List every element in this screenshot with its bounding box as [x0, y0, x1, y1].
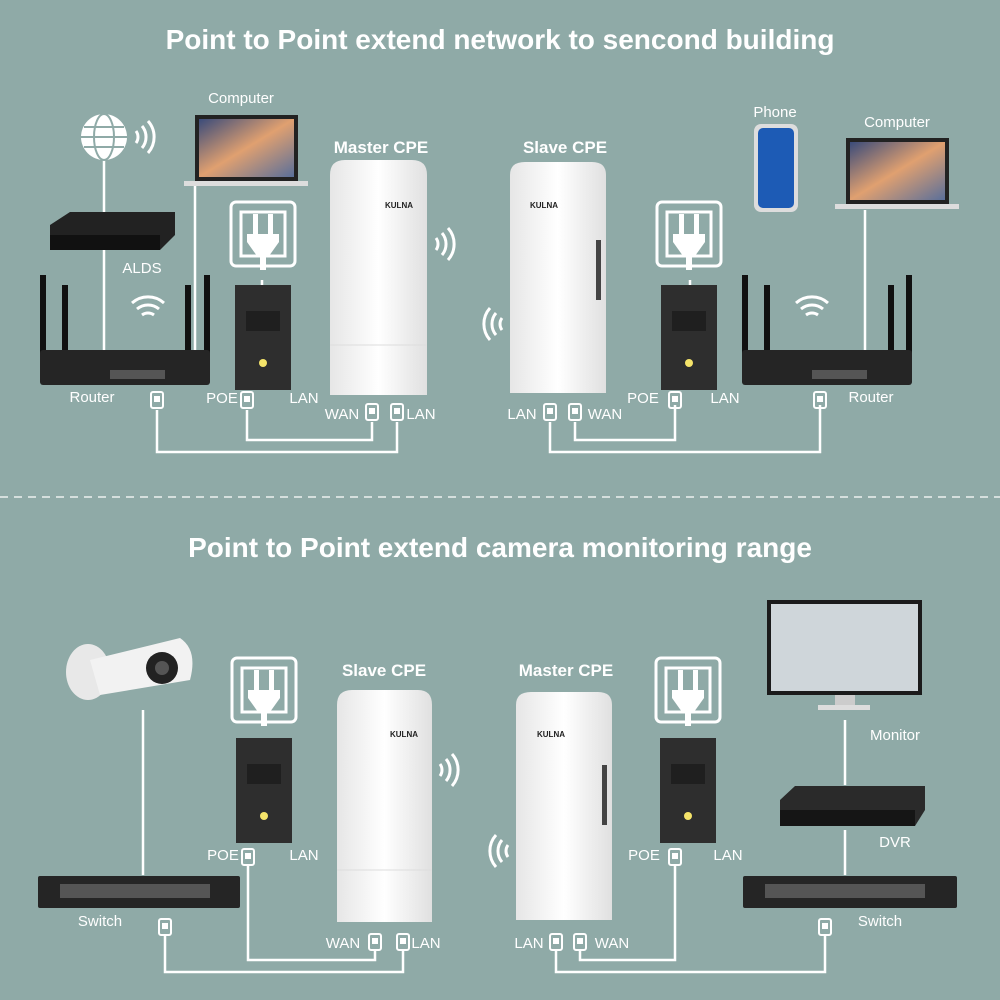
power-plug-icon-left-bottom — [230, 656, 298, 728]
router-label-left: Router — [69, 389, 115, 406]
monitor-label: Monitor — [869, 727, 921, 744]
wan-label-master: WAN — [324, 406, 360, 423]
brand-logo: KULNA — [530, 201, 558, 210]
master-cpe-image — [330, 160, 456, 395]
master-cpe-image-bottom — [488, 692, 612, 920]
globe-icon — [81, 113, 156, 161]
lan-label-slave: LAN — [507, 406, 537, 423]
master-cpe-label-bottom: Master CPE — [518, 661, 614, 680]
alds-modem-image — [50, 212, 175, 250]
bottom-section-title: Point to Point extend camera monitoring … — [188, 532, 812, 563]
phone-image — [754, 124, 798, 212]
brand-logo: KULNA — [390, 730, 418, 739]
top-cables — [102, 160, 867, 454]
switch-label-left: Switch — [77, 913, 123, 930]
poe-label-right: POE — [627, 390, 659, 407]
poe-adapter-left-bottom — [236, 738, 292, 843]
dvr-image — [780, 786, 925, 826]
lan-label-right: LAN — [710, 390, 740, 407]
slave-cpe-image — [482, 162, 606, 393]
wan-label-master-bottom: WAN — [594, 935, 630, 952]
computer-image-left — [184, 115, 308, 186]
lan-label-left: LAN — [289, 390, 319, 407]
brand-logos: KULNA KULNA KULNA KULNA — [385, 201, 565, 739]
brand-logo: KULNA — [385, 201, 413, 210]
switch-image-right — [743, 876, 957, 908]
phone-label: Phone — [753, 104, 797, 121]
slave-cpe-image-bottom — [337, 690, 460, 922]
computer-label-right: Computer — [864, 114, 930, 131]
router-label-right: Router — [848, 389, 894, 406]
lan-label-right-bottom: LAN — [713, 847, 743, 864]
slave-cpe-label-bottom: Slave CPE — [341, 661, 427, 680]
poe-label-left: POE — [206, 390, 238, 407]
wan-label-slave: WAN — [587, 406, 623, 423]
power-plug-icon-left — [229, 200, 297, 272]
alds-label: ALDS — [122, 260, 162, 277]
lan-label-master: LAN — [406, 406, 436, 423]
bottom-cables — [141, 710, 847, 974]
switch-image-left — [38, 876, 240, 908]
lan-label-left-bottom: LAN — [289, 847, 319, 864]
lan-label-master-bottom: LAN — [514, 935, 544, 952]
wan-label-slave-bottom: WAN — [325, 935, 361, 952]
power-plug-icon-right — [655, 200, 723, 272]
poe-adapter-right-bottom — [660, 738, 716, 843]
computer-label-left: Computer — [208, 90, 274, 107]
router-image-right — [742, 275, 912, 385]
brand-logo: KULNA — [537, 730, 565, 739]
poe-label-right-bottom: POE — [628, 847, 660, 864]
router-image-left — [40, 275, 210, 385]
slave-cpe-label: Slave CPE — [522, 138, 608, 157]
top-section-title: Point to Point extend network to sencond… — [165, 24, 835, 55]
poe-adapter-left — [235, 285, 291, 390]
computer-image-right — [835, 138, 959, 209]
camera-image — [66, 638, 193, 700]
poe-adapter-right — [661, 285, 717, 390]
monitor-image — [767, 600, 922, 710]
poe-label-left-bottom: POE — [207, 847, 239, 864]
lan-label-slave-bottom: LAN — [411, 935, 441, 952]
dvr-label: DVR — [879, 834, 911, 851]
switch-label-right: Switch — [857, 913, 903, 930]
master-cpe-label: Master CPE — [333, 138, 429, 157]
power-plug-icon-right-bottom — [654, 656, 722, 728]
